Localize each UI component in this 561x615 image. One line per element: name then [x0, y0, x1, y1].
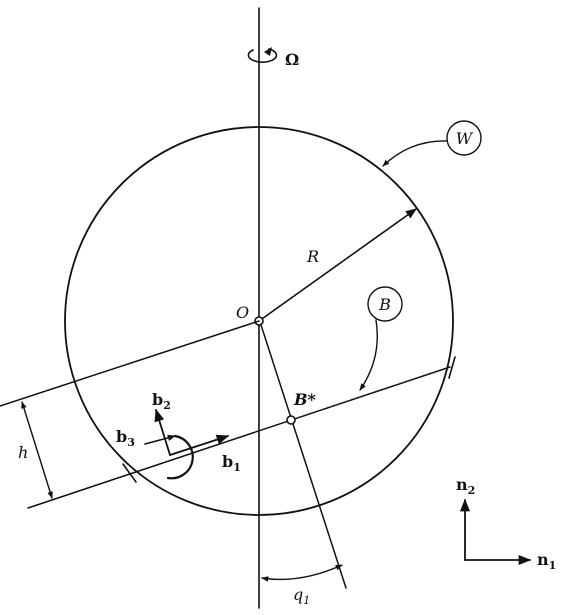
body-frame-origin — [144, 408, 230, 480]
center-label: O — [236, 303, 249, 322]
tilted-line-o-bstar — [260, 324, 347, 589]
b1-label: b1 — [222, 452, 241, 474]
omega-label: Ω — [285, 50, 299, 69]
b1-sub: 1 — [233, 461, 241, 474]
b3-letter: b — [116, 427, 127, 446]
label-w: W — [456, 129, 474, 148]
b2-letter: b — [152, 390, 163, 409]
n2-label: n2 — [456, 475, 475, 497]
leader-b — [359, 319, 378, 391]
h-dimension-arrow — [21, 401, 53, 499]
radius-line — [258, 208, 417, 322]
label-b: B — [378, 295, 391, 314]
disk-w — [64, 126, 454, 516]
q1-letter: q — [293, 585, 303, 604]
b1-letter: b — [222, 452, 233, 471]
leader-w — [382, 140, 448, 167]
n2-sub: 2 — [468, 484, 476, 497]
q1-sub: 1 — [303, 594, 310, 607]
b2-label: b2 — [152, 390, 171, 412]
label-b-circle — [367, 286, 403, 322]
rotation-arrow-icon — [247, 47, 278, 63]
body-upper-edge — [0, 320, 260, 407]
b3-label: b3 — [116, 427, 135, 449]
n1-label: n1 — [537, 550, 556, 572]
q1-label: q1 — [293, 585, 310, 607]
point-b-star-label: B* — [293, 390, 317, 409]
b3-sub: 3 — [127, 436, 135, 449]
n1-letter: n — [537, 550, 549, 569]
radius-label: R — [306, 247, 319, 266]
angle-q1-arc — [261, 564, 343, 582]
label-w-circle — [446, 120, 482, 156]
n2-letter: n — [456, 475, 468, 494]
n1-sub: 1 — [549, 559, 557, 572]
body-end-tick-left — [122, 463, 137, 483]
h-label: h — [18, 443, 28, 462]
point-b-star — [286, 415, 296, 425]
body-end-tick-right — [448, 356, 456, 379]
inertial-frame — [459, 498, 532, 566]
b2-sub: 2 — [163, 399, 171, 412]
body-lower-edge — [27, 366, 451, 509]
